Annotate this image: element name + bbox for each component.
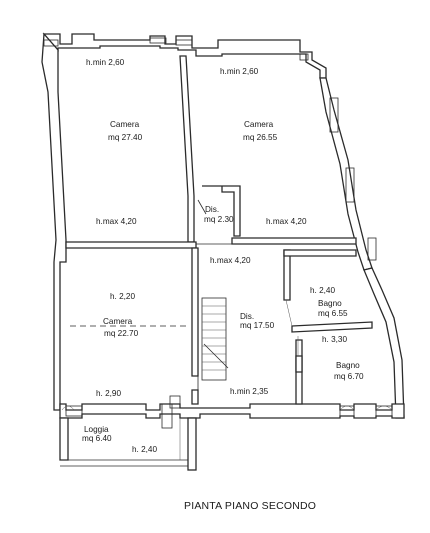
camera-nw-hmin: h.min 2,60 (86, 58, 125, 67)
door-openings (196, 243, 299, 390)
camera-ne-area: mq 26.55 (243, 133, 278, 142)
bagno-upper-area: mq 6.55 (318, 309, 348, 318)
bagno-upper-h: h. 2,40 (310, 286, 335, 295)
dis-small-name: Dis. (205, 205, 219, 214)
dis-center-hmax: h.max 4,20 (210, 256, 251, 265)
room-bagno-lower: h. 3,30 Bagno mq 6.70 (322, 335, 364, 381)
dis-center-area: mq 17.50 (240, 321, 275, 330)
room-dis-small: Dis. mq 2.30 (204, 205, 234, 224)
camera-ne-hmax: h.max 4,20 (266, 217, 307, 226)
plan-title: PIANTA PIANO SECONDO (184, 500, 316, 512)
room-dis-center: h.max 4,20 Dis. mq 17.50 h.min 2,35 (210, 256, 275, 396)
room-camera-ne: h.min 2,60 Camera mq 26.55 h.max 4,20 (220, 67, 307, 226)
camera-sw-name: Camera (103, 317, 133, 326)
bagno-lower-h: h. 3,30 (322, 335, 347, 344)
camera-nw-area: mq 27.40 (108, 133, 143, 142)
staircase (201, 297, 229, 381)
camera-sw-area: mq 22.70 (104, 329, 139, 338)
bagno-lower-name: Bagno (336, 361, 360, 370)
camera-sw-htop: h. 2,20 (110, 292, 135, 301)
bagno-lower-area: mq 6.70 (334, 372, 364, 381)
camera-ne-name: Camera (244, 120, 274, 129)
room-camera-nw: h.min 2,60 Camera mq 27.40 h.max 4,20 (86, 58, 143, 226)
loggia-h: h. 2,40 (132, 445, 157, 454)
camera-sw-hbottom: h. 2,90 (96, 389, 121, 398)
loggia-area: mq 6.40 (82, 434, 112, 443)
loggia-structure (59, 395, 197, 471)
room-camera-sw: h. 2,20 Camera mq 22.70 h. 2,90 (96, 292, 139, 398)
interior-walls (65, 55, 373, 405)
dis-small-area: mq 2.30 (204, 215, 234, 224)
dis-center-name: Dis. (240, 312, 254, 321)
room-bagno-upper: h. 2,40 Bagno mq 6.55 (310, 286, 348, 318)
camera-nw-hmax: h.max 4,20 (96, 217, 137, 226)
loggia-name: Loggia (84, 425, 109, 434)
camera-ne-hmin: h.min 2,60 (220, 67, 259, 76)
bagno-upper-name: Bagno (318, 299, 342, 308)
windows (43, 37, 393, 417)
dis-center-hmin: h.min 2,35 (230, 387, 269, 396)
room-loggia: Loggia mq 6.40 h. 2,40 (82, 425, 157, 454)
camera-nw-name: Camera (110, 120, 140, 129)
